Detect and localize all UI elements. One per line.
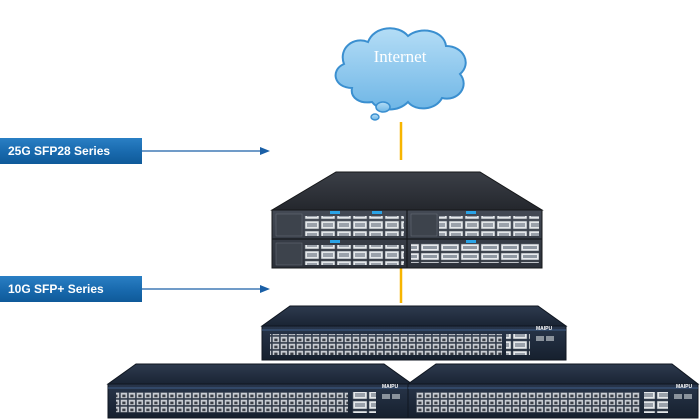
brand-label-top: MAIPU bbox=[536, 326, 553, 332]
core-switch-25g bbox=[270, 171, 544, 269]
series-label-10g: 10G SFP+ Series bbox=[8, 282, 104, 296]
access-switch-top bbox=[260, 305, 568, 361]
brand-label-right: MAIPU bbox=[676, 384, 693, 390]
brand-label-left: MAIPU bbox=[382, 384, 399, 390]
arrow-25g bbox=[142, 147, 270, 155]
access-switch-right bbox=[406, 363, 700, 419]
internet-cloud bbox=[334, 27, 467, 121]
series-banner-25g: 25G SFP28 Series bbox=[0, 138, 142, 164]
access-switch-left bbox=[106, 363, 414, 419]
cloud-label: Internet bbox=[374, 47, 427, 66]
series-banner-10g: 10G SFP+ Series bbox=[0, 276, 142, 302]
arrow-10g bbox=[142, 285, 270, 293]
series-label-25g: 25G SFP28 Series bbox=[8, 144, 111, 158]
